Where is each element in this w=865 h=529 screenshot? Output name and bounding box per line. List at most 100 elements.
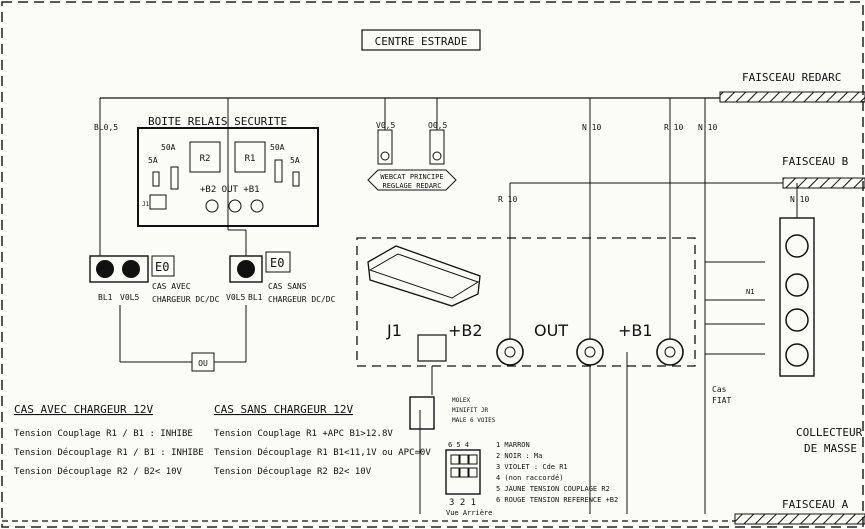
pin-label-bl1-right: BL1 bbox=[248, 293, 263, 302]
notes-sans-line2: Tension Découplage R1 B1<11,1V ou APC=0V bbox=[214, 447, 431, 458]
webcat-banner bbox=[367, 169, 457, 191]
notes-sans-line3: Tension Découplage R2 B2< 10V bbox=[214, 466, 372, 477]
lug-v05 bbox=[377, 129, 393, 165]
fuse-5a-left-label: 5A bbox=[148, 156, 158, 165]
molex-line2: MINIFIT JR bbox=[452, 407, 489, 414]
notes-sans-line1: Tension Couplage R1 +APC B1>12.8V bbox=[214, 429, 393, 439]
module-terminal-b1 bbox=[656, 338, 684, 366]
wire-label-v05: V0,5 bbox=[376, 121, 395, 130]
harness-b-bar bbox=[782, 177, 865, 189]
lug-o05-eye bbox=[432, 151, 442, 161]
e0-label-left: E0 bbox=[155, 260, 169, 274]
harness-a-bar bbox=[734, 513, 865, 525]
wire-label-bl05: BL0,5 bbox=[94, 123, 118, 132]
notes-avec-line2: Tension Découplage R1 / B1 : INHIBE bbox=[14, 447, 204, 458]
module-b2-label: +B2 bbox=[448, 321, 483, 340]
collector-stud-4 bbox=[785, 343, 809, 367]
molex-pin-grid bbox=[450, 454, 478, 478]
harness-redarc-label: FAISCEAU REDARC bbox=[742, 71, 841, 84]
relay-box-j1-label: J1 bbox=[142, 201, 150, 208]
collector-fiat-label: FIAT bbox=[712, 396, 731, 405]
module-terminal-b2 bbox=[496, 338, 524, 366]
relay-r2-label: R2 bbox=[200, 154, 211, 164]
collector-n1-label: N1 bbox=[746, 288, 754, 296]
module-box bbox=[356, 237, 696, 367]
pin-label-v05-right: V0L5 bbox=[226, 293, 245, 302]
relay-terminal-b1 bbox=[250, 199, 264, 213]
module-j1-connector bbox=[417, 334, 447, 362]
fuse-5a-right-label: 5A bbox=[290, 156, 300, 165]
wire-label-r10-b: R 10 bbox=[498, 195, 517, 204]
module-terminal-out-stud bbox=[584, 346, 596, 358]
collector-stud-3 bbox=[785, 308, 809, 332]
pinout-4: 4 (non raccordé) bbox=[496, 474, 563, 482]
module-b1-label: +B1 bbox=[618, 321, 653, 340]
notes-sans-heading: CAS SANS CHARGEUR 12V bbox=[214, 403, 353, 416]
module-terminal-b2-stud bbox=[504, 346, 516, 358]
harness-redarc-bar bbox=[719, 91, 865, 103]
connector-avec-pin-v05 bbox=[122, 260, 140, 278]
relay-terminal-out bbox=[228, 199, 242, 213]
module-terminal-b1-stud bbox=[664, 346, 676, 358]
cas-sans-line2: CHARGEUR DC/DC bbox=[268, 295, 336, 304]
title-box bbox=[361, 29, 481, 51]
relay-terminal-b2 bbox=[205, 199, 219, 213]
collector-title-1: COLLECTEUR bbox=[796, 426, 863, 439]
pinout-6: 6 ROUGE TENSION REFERENCE +B2 bbox=[496, 496, 618, 504]
collector-title-2: DE MASSE bbox=[804, 442, 857, 455]
relay-box-terminal-labels: +B2 OUT +B1 bbox=[200, 185, 260, 195]
pinout-5: 5 JAUNE TENSION COUPLAGE R2 bbox=[496, 485, 610, 493]
pinout-1: 1 MARRON bbox=[496, 441, 530, 449]
molex-line1: MOLEX bbox=[452, 397, 470, 404]
relay-box-j1-plug bbox=[149, 194, 167, 210]
relay-box-title: BOITE RELAIS SECURITE bbox=[148, 115, 287, 128]
wire-label-n10-a: N 10 bbox=[582, 123, 601, 132]
molex-face bbox=[445, 449, 481, 495]
module-terminal-out bbox=[576, 338, 604, 366]
cas-avec-line2: CHARGEUR DC/DC bbox=[152, 295, 220, 304]
fuse-5a-right bbox=[292, 171, 300, 187]
molex-top-pins: 6 5 4 bbox=[448, 441, 469, 449]
connector-avec bbox=[89, 255, 149, 283]
ou-box bbox=[191, 352, 215, 372]
pinout-3: 3 VIOLET : Cde R1 bbox=[496, 463, 568, 471]
wire-label-n10-c: N 10 bbox=[790, 195, 809, 204]
fuse-50a-left-label: 50A bbox=[161, 143, 176, 152]
webcat-line2: REGLAGE REDARC bbox=[382, 182, 441, 190]
fuse-50a-left bbox=[170, 166, 179, 190]
module-device-sketch bbox=[367, 245, 481, 307]
relay-r1 bbox=[234, 141, 266, 173]
harness-a-label: FAISCEAU A bbox=[782, 498, 849, 511]
connector-sans-pin bbox=[237, 260, 255, 278]
molex-line3: MALE 6 VOIES bbox=[452, 417, 496, 424]
molex-plug bbox=[409, 396, 435, 430]
fuse-50a-right-label: 50A bbox=[270, 143, 285, 152]
wire-label-n10-b: N 10 bbox=[698, 123, 717, 132]
notes-avec-line1: Tension Couplage R1 / B1 : INHIBE bbox=[14, 429, 193, 439]
connector-avec-pin-bl1 bbox=[96, 260, 114, 278]
pin-label-bl1-left: BL1 bbox=[98, 293, 113, 302]
pin-label-v05-left: V0L5 bbox=[120, 293, 139, 302]
cas-sans-line1: CAS SANS bbox=[268, 282, 307, 291]
pinout-2: 2 NOIR : Ma bbox=[496, 452, 542, 460]
lug-v05-eye bbox=[380, 151, 390, 161]
wire-label-r10-a: R 10 bbox=[664, 123, 683, 132]
e0-label-right: E0 bbox=[270, 256, 284, 270]
collector-stud-1 bbox=[785, 234, 809, 258]
cas-avec-line1: CAS AVEC bbox=[152, 282, 191, 291]
harness-b-label: FAISCEAU B bbox=[782, 155, 849, 168]
molex-bottom-pins: 3 2 1 bbox=[449, 498, 476, 508]
lug-o05 bbox=[429, 129, 445, 165]
module-j1-label: J1 bbox=[386, 321, 402, 340]
e0-box-right bbox=[265, 251, 291, 273]
webcat-line1: WEBCAT PRINCIPE bbox=[380, 173, 443, 181]
fuse-50a-right bbox=[274, 159, 283, 183]
collector-stud-2 bbox=[785, 273, 809, 297]
wire-label-o05: O0,5 bbox=[428, 121, 447, 130]
collector-bar bbox=[779, 217, 815, 377]
notes-avec-line3: Tension Découplage R2 / B2< 10V bbox=[14, 466, 183, 477]
molex-view-label: Vue Arrière bbox=[446, 509, 492, 517]
